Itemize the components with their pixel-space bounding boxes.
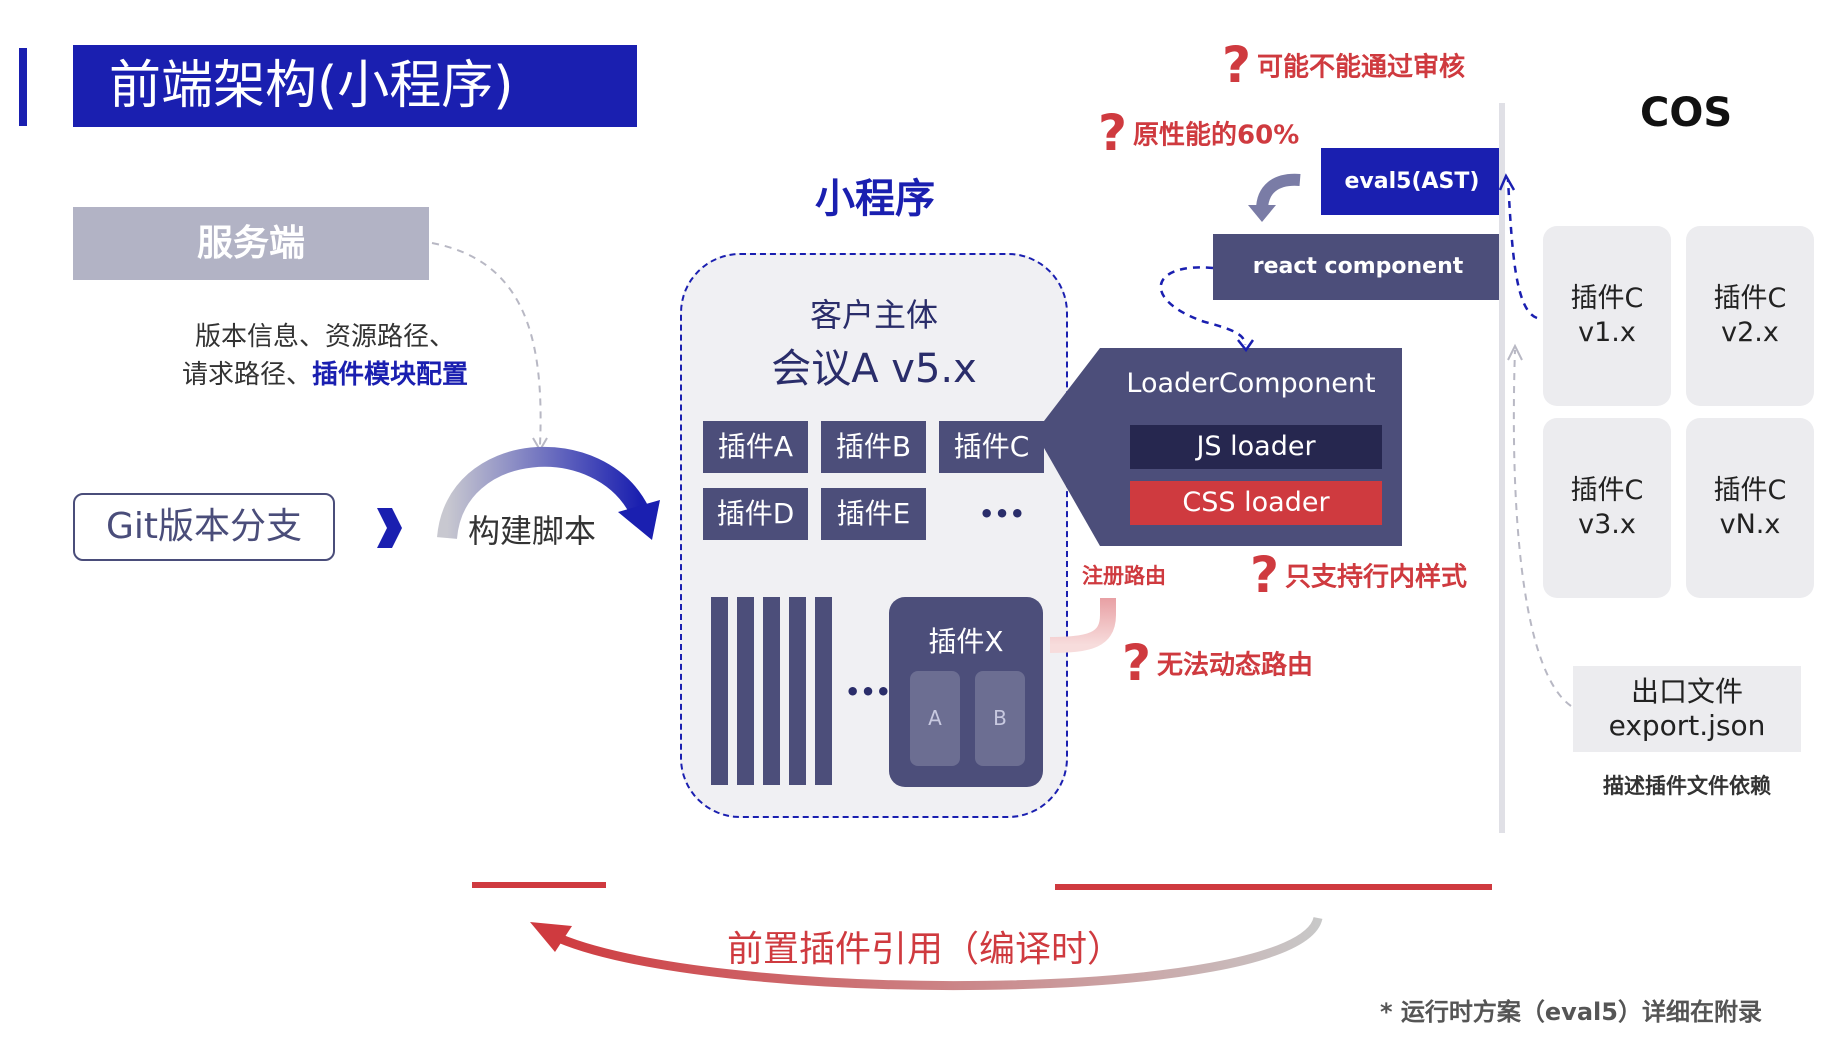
title-accent-bar [19, 48, 27, 126]
cos-plugin-cell: 插件C v1.x [1543, 226, 1671, 406]
question-dynamic-route-text: 无法动态路由 [1157, 650, 1314, 681]
preload-label: 前置插件引用（编译时） [726, 929, 1123, 970]
question-icon: ? [1122, 634, 1152, 692]
loader-title: LoaderComponent [1126, 368, 1376, 399]
plugin-x-sub-a: A [910, 671, 960, 766]
chevron-right-icon [377, 508, 402, 548]
cos-plugin-cell: 插件C vN.x [1686, 418, 1814, 598]
module-bar [789, 597, 806, 785]
plugin-x-label: 插件X [928, 625, 1004, 658]
server-info-line2: 请求路径、插件模块配置 [150, 356, 500, 394]
plugin-ellipsis: ••• [979, 500, 1026, 528]
question-inline-style: ?只支持行内样式 [1250, 546, 1467, 604]
server-info-line2-prefix: 请求路径、 [181, 360, 312, 390]
cos-cell-version: v2.x [1721, 317, 1779, 348]
cos-cell-name: 插件C [1713, 475, 1787, 506]
question-performance: ?原性能的60% [1098, 104, 1299, 162]
question-icon: ? [1250, 546, 1280, 604]
export-description: 描述插件文件依赖 [1603, 774, 1771, 798]
arrowhead-icon [1507, 343, 1523, 361]
meeting-label: 会议A v5.x [771, 346, 977, 392]
server-info: 版本信息、资源路径、 请求路径、插件模块配置 [150, 318, 500, 394]
cos-to-eval-connector [1506, 179, 1538, 320]
cos-cell-name: 插件C [1713, 283, 1787, 314]
build-script-label: 构建脚本 [468, 512, 597, 550]
module-bar [763, 597, 780, 785]
server-box: 服务端 [73, 207, 429, 280]
cos-divider [1499, 103, 1505, 833]
cos-plugin-cell: 插件C v2.x [1686, 226, 1814, 406]
export-line2: export.json [1608, 709, 1766, 742]
arrowhead-icon [530, 922, 572, 952]
bottom-red-bar-right [1055, 884, 1492, 890]
git-branch-box: Git版本分支 [73, 493, 335, 561]
module-bar [711, 597, 728, 785]
plugin-d: 插件D [703, 488, 808, 540]
eval5-box: eval5(AST) [1321, 148, 1503, 215]
cos-cell-version: v3.x [1578, 509, 1636, 540]
bottom-red-bar-left [472, 882, 606, 888]
js-loader: JS loader [1130, 425, 1382, 469]
register-route-label: 注册路由 [1082, 564, 1166, 588]
cos-cell-name: 插件C [1570, 283, 1644, 314]
question-performance-text: 原性能的60% [1133, 120, 1300, 151]
plugin-x-sub-b: B [975, 671, 1025, 766]
arrowhead-icon [532, 437, 548, 452]
module-ellipsis: ••• [845, 678, 892, 706]
question-dynamic-route: ?无法动态路由 [1122, 634, 1313, 692]
server-info-highlight: 插件模块配置 [312, 360, 469, 390]
plugin-c: 插件C [939, 421, 1044, 473]
arrowhead-icon [1248, 205, 1276, 222]
export-json-box: 出口文件 export.json [1573, 666, 1801, 752]
page-title: 前端架构(小程序) [73, 45, 637, 127]
css-loader: CSS loader [1130, 481, 1382, 525]
export-line1: 出口文件 [1630, 675, 1743, 708]
plugin-e: 插件E [821, 488, 926, 540]
question-inline-style-text: 只支持行内样式 [1285, 562, 1468, 593]
mini-program-title: 小程序 [815, 176, 935, 222]
question-review-text: 可能不能通过审核 [1257, 52, 1466, 83]
question-icon: ? [1098, 104, 1128, 162]
eval-to-react-arrow [1256, 173, 1301, 211]
question-icon: ? [1222, 36, 1252, 94]
cos-cell-name: 插件C [1570, 475, 1644, 506]
arrowhead-icon [618, 500, 660, 540]
footnote: * 运行时方案（eval5）详细在附录 [1380, 998, 1762, 1026]
module-bar [815, 597, 832, 785]
plugin-b: 插件B [821, 421, 926, 473]
cos-plugin-cell: 插件C v3.x [1543, 418, 1671, 598]
cos-title: COS [1640, 90, 1733, 136]
question-review: ?可能不能通过审核 [1222, 36, 1465, 94]
server-info-line1: 版本信息、资源路径、 [194, 322, 455, 352]
react-component-box: react component [1213, 234, 1503, 300]
cos-cell-version: v1.x [1578, 317, 1636, 348]
client-label: 客户主体 [809, 296, 938, 334]
cos-cell-version: vN.x [1719, 509, 1781, 540]
plugin-a: 插件A [703, 421, 808, 473]
module-bar [737, 597, 754, 785]
